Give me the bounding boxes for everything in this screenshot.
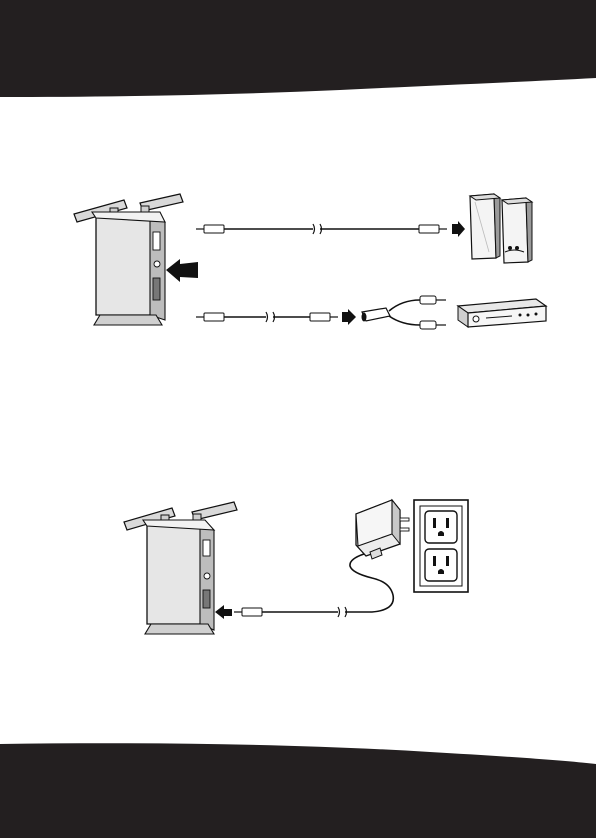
arrow-left-icon [215, 605, 232, 619]
audio-plug-icon [196, 225, 224, 233]
arrow-right-icon [452, 221, 465, 237]
wireless-transmitter [74, 194, 183, 325]
audio-connection-diagram [74, 194, 546, 329]
audio-plug-icon [196, 313, 224, 321]
right-speaker [502, 198, 532, 263]
audio-cable-to-receiver [196, 309, 356, 325]
computer-speakers [470, 194, 532, 263]
wall-outlet [414, 500, 468, 592]
audio-plug-icon [234, 608, 262, 616]
power-cable [234, 550, 393, 617]
outlet-socket-top [425, 511, 457, 543]
audio-plug-icon [310, 313, 338, 321]
stereo-receiver [458, 299, 546, 327]
ac-power-adapter [356, 500, 409, 559]
rca-plug-icon [420, 296, 446, 304]
rca-y-adapter [362, 296, 447, 329]
arrow-right-icon [342, 309, 356, 325]
rca-plug-icon [420, 321, 446, 329]
arrow-left-icon [166, 259, 198, 282]
audio-cable-to-speakers [196, 221, 465, 237]
left-speaker [470, 194, 500, 259]
outlet-socket-bottom [425, 549, 457, 581]
footer-band [0, 743, 596, 838]
header-band [0, 0, 596, 97]
audio-plug-icon [419, 225, 447, 233]
power-connection-diagram [124, 500, 468, 634]
